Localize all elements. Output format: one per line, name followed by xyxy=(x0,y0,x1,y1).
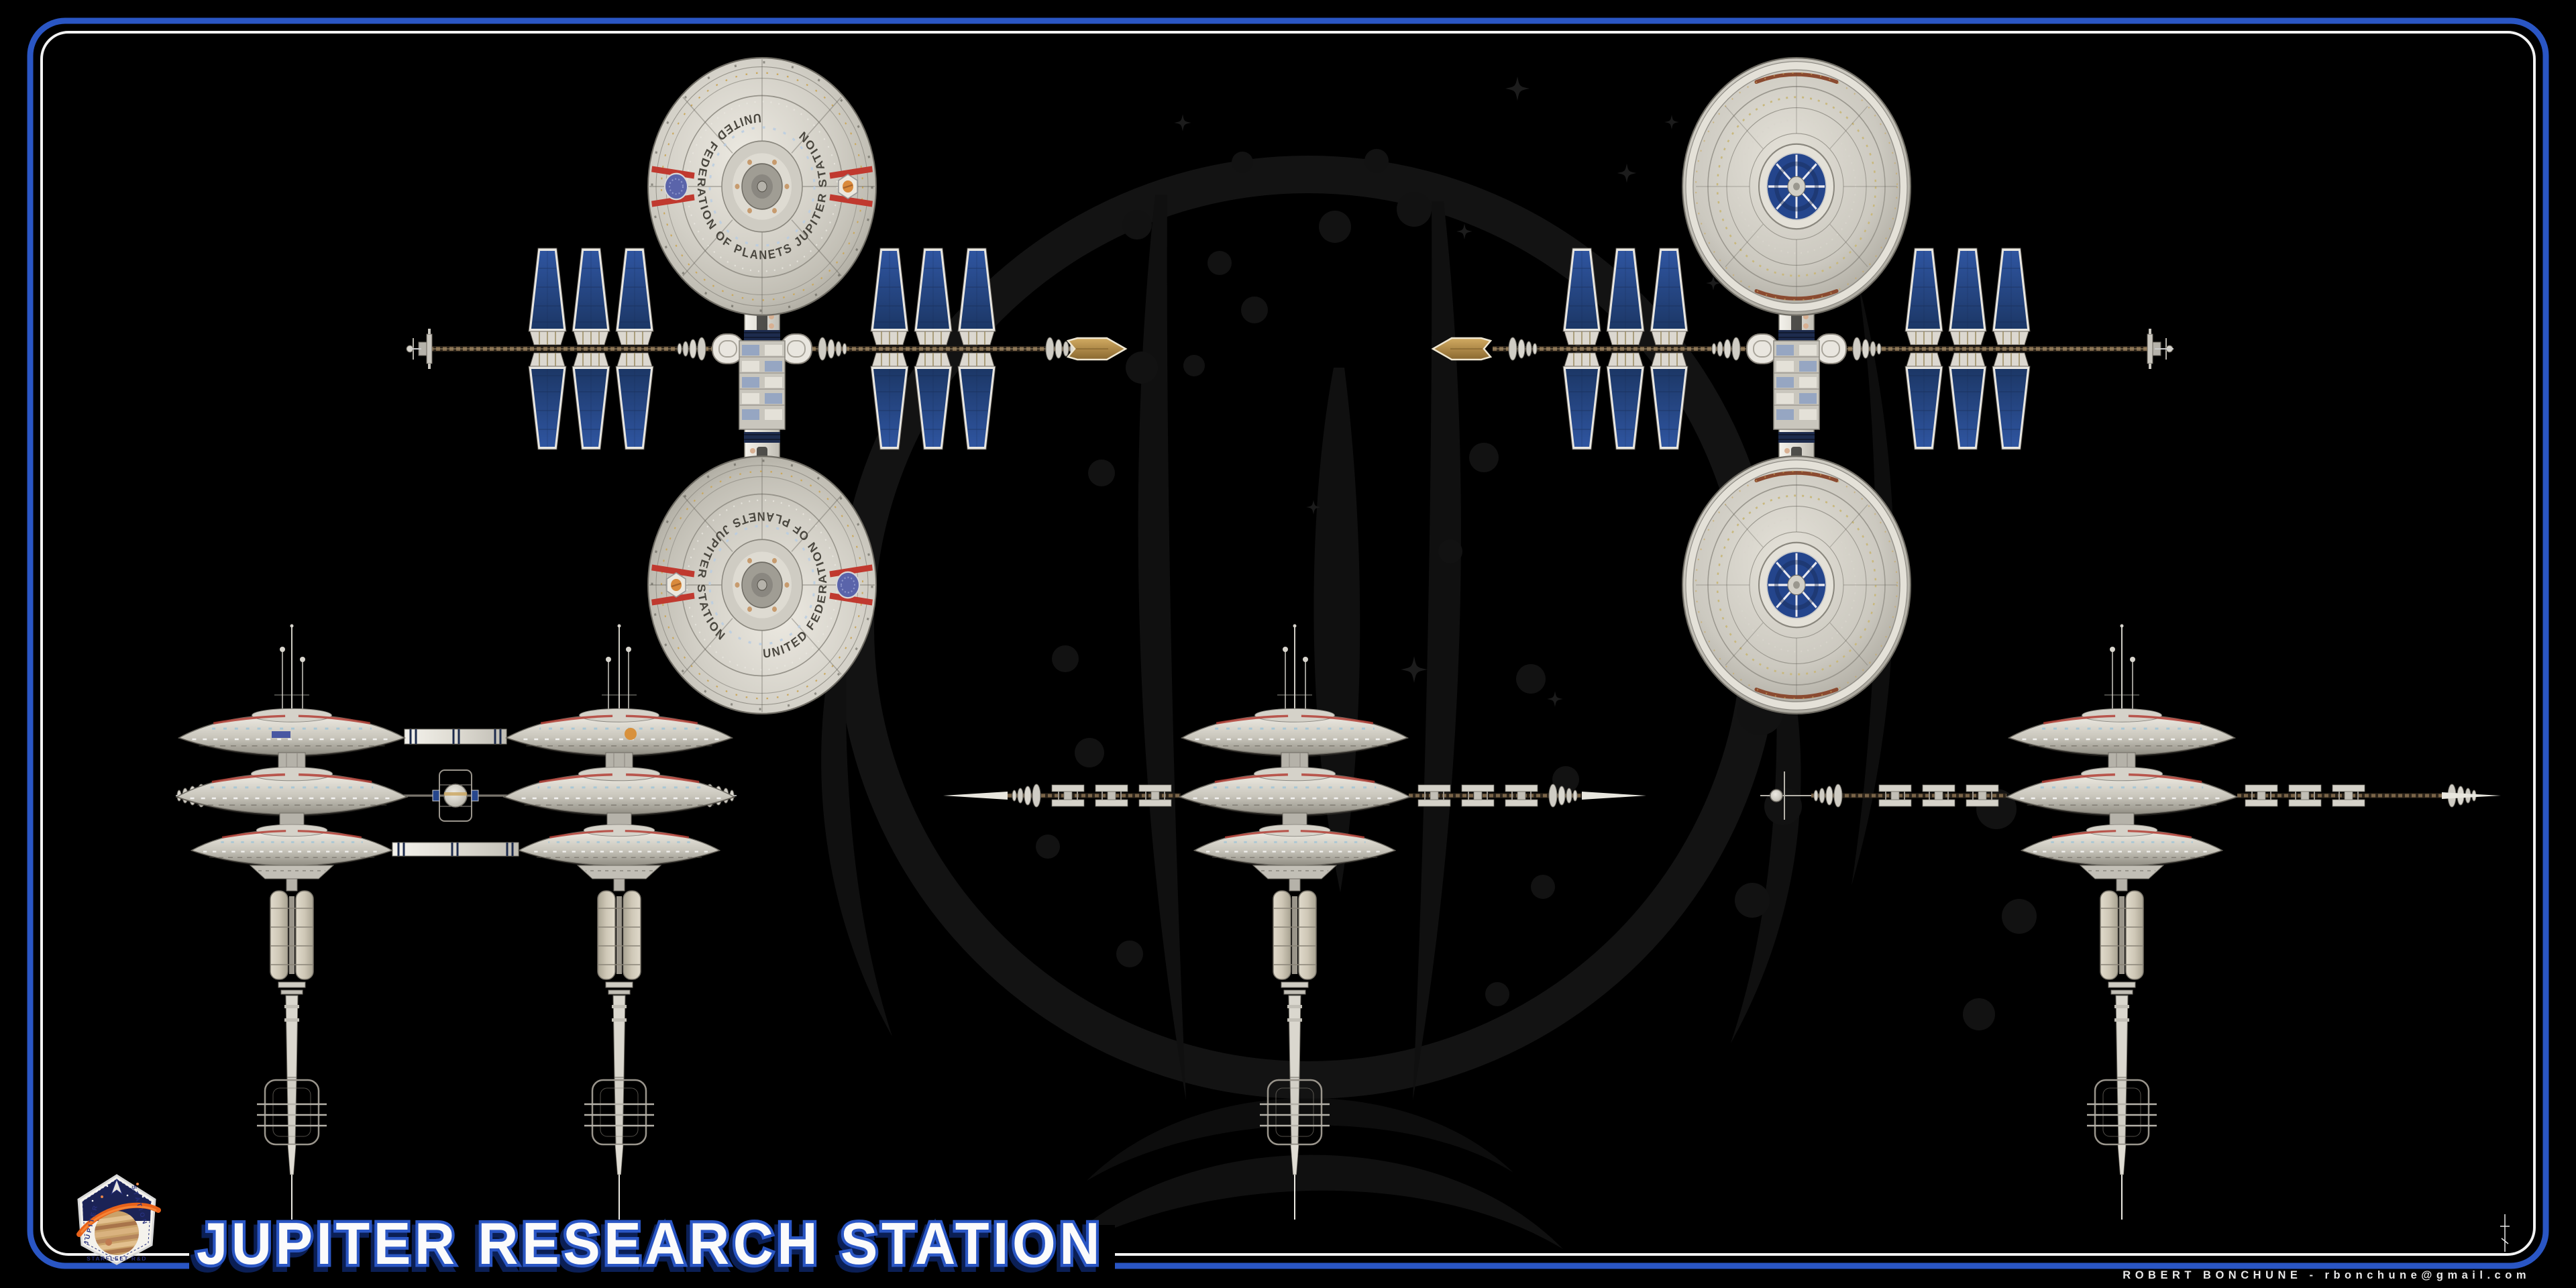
boom-tip xyxy=(2442,792,2501,799)
ufp-flag-mark xyxy=(272,731,290,738)
view-aft-elevation xyxy=(1760,625,2501,1220)
core-connector xyxy=(739,294,786,478)
watermark-star-dots xyxy=(1036,149,2037,1030)
view-dorsal-plan xyxy=(406,56,1127,715)
badge-bottom-text: STARFLEET R&D xyxy=(87,1255,147,1262)
saucer-dorsal-lower xyxy=(647,455,877,715)
title-backdrop xyxy=(189,1225,1115,1283)
title-mid-shadow: JUPITER RESEARCH STATION xyxy=(195,1212,1102,1279)
saucer-ventral-lower xyxy=(1682,456,1911,714)
view-side-elevation xyxy=(176,625,737,1220)
center-satellite xyxy=(432,769,479,822)
page-title: JUPITER RESEARCH STATION JUPITER RESEARC… xyxy=(190,1208,1104,1285)
core-connector xyxy=(1773,294,1820,478)
boom-tip xyxy=(943,792,1008,800)
cross-tube-upper xyxy=(404,729,507,745)
starfleet-delta-icon xyxy=(110,1178,123,1195)
title-text: JUPITER RESEARCH STATION xyxy=(197,1210,1104,1277)
view-forward-elevation xyxy=(943,625,1646,1220)
saucer-ventral-upper xyxy=(1682,58,1911,315)
frame-border xyxy=(27,17,2549,1269)
cross-tube-lower xyxy=(392,842,519,857)
credit-text: ROBERT BONCHUNE - rbonchune@gmail.com xyxy=(2123,1269,2530,1281)
view-ventral-plan xyxy=(1432,58,2174,714)
jupiter-badge-mark xyxy=(625,728,637,740)
saucer-dorsal-upper xyxy=(647,56,877,317)
boom-tip xyxy=(1582,792,1646,800)
signature-mark xyxy=(2500,1214,2510,1252)
jupiter-station-badge: JUPITER STATION STARFLEET R&D xyxy=(76,1174,161,1265)
title-shadow: JUPITER RESEARCH STATION xyxy=(193,1215,1100,1281)
jupiter-planet-icon xyxy=(95,1211,139,1255)
boom-end-mast xyxy=(1760,771,1811,820)
